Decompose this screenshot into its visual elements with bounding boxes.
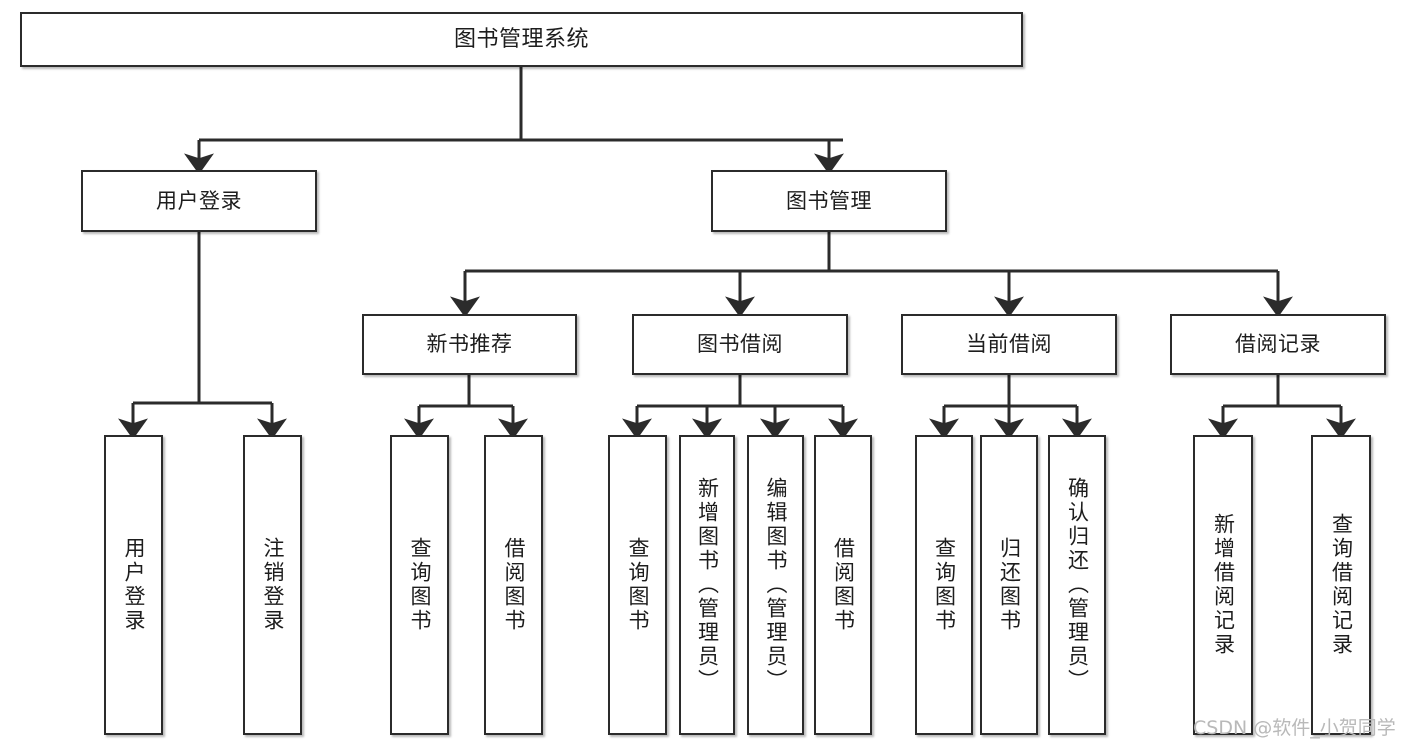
node-leaf-query-book-2[interactable]: 查询图书 <box>608 435 667 735</box>
connector-group-book-borrow <box>622 375 858 440</box>
node-leaf-add-book-label: 新增图书（管理员） <box>695 477 720 693</box>
node-root[interactable]: 图书管理系统 <box>20 12 1023 67</box>
node-leaf-borrow-book-2-label: 借阅图书 <box>831 537 856 633</box>
node-leaf-borrow-book-2[interactable]: 借阅图书 <box>814 435 872 735</box>
node-user-login[interactable]: 用户登录 <box>81 170 317 232</box>
node-leaf-return-book[interactable]: 归还图书 <box>980 435 1038 735</box>
node-leaf-add-book[interactable]: 新增图书（管理员） <box>679 435 735 735</box>
connector-group-current-borrow <box>929 375 1092 440</box>
node-root-label: 图书管理系统 <box>453 26 589 52</box>
node-book-borrow-label: 图书借阅 <box>697 332 783 357</box>
node-user-login-label: 用户登录 <box>156 188 242 213</box>
connector-group-user-login <box>118 232 287 440</box>
node-borrow-record[interactable]: 借阅记录 <box>1170 314 1386 375</box>
node-book-manage[interactable]: 图书管理 <box>711 170 947 232</box>
node-borrow-record-label: 借阅记录 <box>1235 332 1321 357</box>
csdn-watermark: CSDN @软件_小贺同学 <box>1193 717 1396 739</box>
node-leaf-query-book-3-label: 查询图书 <box>932 537 957 633</box>
node-book-manage-label: 图书管理 <box>786 188 872 213</box>
node-leaf-user-logout[interactable]: 注销登录 <box>243 435 302 735</box>
node-leaf-query-book-1[interactable]: 查询图书 <box>390 435 449 735</box>
node-new-book-recommend[interactable]: 新书推荐 <box>362 314 577 375</box>
node-leaf-edit-book-label: 编辑图书（管理员） <box>764 477 788 693</box>
node-leaf-query-record-label: 查询借阅记录 <box>1329 513 1354 657</box>
node-leaf-edit-book[interactable]: 编辑图书（管理员） <box>747 435 804 735</box>
node-leaf-borrow-book-1[interactable]: 借阅图书 <box>484 435 543 735</box>
node-current-borrow[interactable]: 当前借阅 <box>901 314 1117 375</box>
node-leaf-borrow-book-1-label: 借阅图书 <box>502 537 526 633</box>
connector-group-root <box>184 67 844 175</box>
node-leaf-user-logout-label: 注销登录 <box>261 537 285 633</box>
node-leaf-query-book-2-label: 查询图书 <box>626 537 650 633</box>
connector-group-book-manage <box>450 232 1293 318</box>
connector-group-new-book <box>404 375 528 440</box>
node-leaf-user-login-label: 用户登录 <box>122 537 146 633</box>
node-leaf-confirm-return[interactable]: 确认归还（管理员） <box>1048 435 1106 735</box>
node-leaf-query-book-3[interactable]: 查询图书 <box>915 435 973 735</box>
connector-group-borrow-record <box>1208 375 1356 440</box>
node-leaf-add-record-label: 新增借阅记录 <box>1211 513 1236 657</box>
node-leaf-return-book-label: 归还图书 <box>997 537 1022 633</box>
node-leaf-query-record[interactable]: 查询借阅记录 <box>1311 435 1371 735</box>
node-new-book-recommend-label: 新书推荐 <box>426 332 513 357</box>
node-leaf-user-login[interactable]: 用户登录 <box>104 435 163 735</box>
node-book-borrow[interactable]: 图书借阅 <box>632 314 848 375</box>
node-leaf-add-record[interactable]: 新增借阅记录 <box>1193 435 1253 735</box>
node-leaf-query-book-1-label: 查询图书 <box>408 537 432 633</box>
node-leaf-confirm-return-label: 确认归还（管理员） <box>1065 477 1090 693</box>
node-current-borrow-label: 当前借阅 <box>966 332 1052 357</box>
